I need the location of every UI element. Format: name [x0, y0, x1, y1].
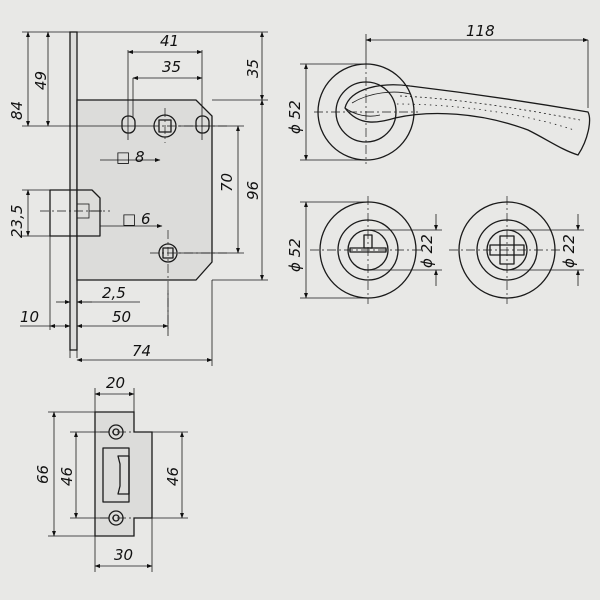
dim-square-8: □ 8	[116, 148, 144, 166]
dim-35: 35	[162, 58, 181, 76]
dim-strike-30: 30	[114, 546, 133, 564]
dim-50: 50	[112, 308, 131, 326]
dim-2-5: 2,5	[102, 284, 126, 302]
dim-41: 41	[160, 32, 179, 50]
dim-escutcheon-52: ϕ 52	[286, 238, 304, 272]
dim-23-5: 23,5	[8, 205, 26, 238]
dim-square-6: □ 6	[122, 210, 150, 228]
dim-74: 74	[132, 342, 151, 360]
dim-96: 96	[244, 181, 262, 200]
dim-escutcheon-22-left: ϕ 22	[418, 234, 436, 268]
lock-case	[76, 99, 213, 281]
escutcheon-view: ϕ 52 ϕ 22 ϕ 22	[286, 196, 584, 304]
dim-10: 10	[20, 308, 39, 326]
latch-bolt	[49, 189, 101, 237]
lock-body-view: 41 35 35 70 96 □ 8 □ 6 84 49	[8, 31, 268, 366]
dim-strike-66: 66	[34, 465, 52, 484]
dim-35-top: 35	[244, 59, 262, 78]
faceplate	[69, 31, 78, 351]
dim-118: 118	[466, 22, 495, 40]
mount-slot-left	[121, 115, 136, 134]
dim-strike-46-left: 46	[58, 467, 76, 486]
dim-strike-46-right: 46	[164, 467, 182, 486]
handle-view: 118 ϕ 52	[286, 22, 591, 164]
dim-strike-20: 20	[106, 374, 125, 392]
dim-70: 70	[218, 173, 236, 192]
dim-escutcheon-22-right: ϕ 22	[560, 234, 578, 268]
strike-plate-view: 20 66 46 46 30	[34, 374, 188, 572]
dim-84: 84	[8, 101, 26, 120]
dim-rose-52: ϕ 52	[286, 100, 304, 134]
mount-slot-right	[195, 115, 210, 134]
dim-49: 49	[32, 71, 50, 90]
lever-handle	[344, 84, 591, 156]
